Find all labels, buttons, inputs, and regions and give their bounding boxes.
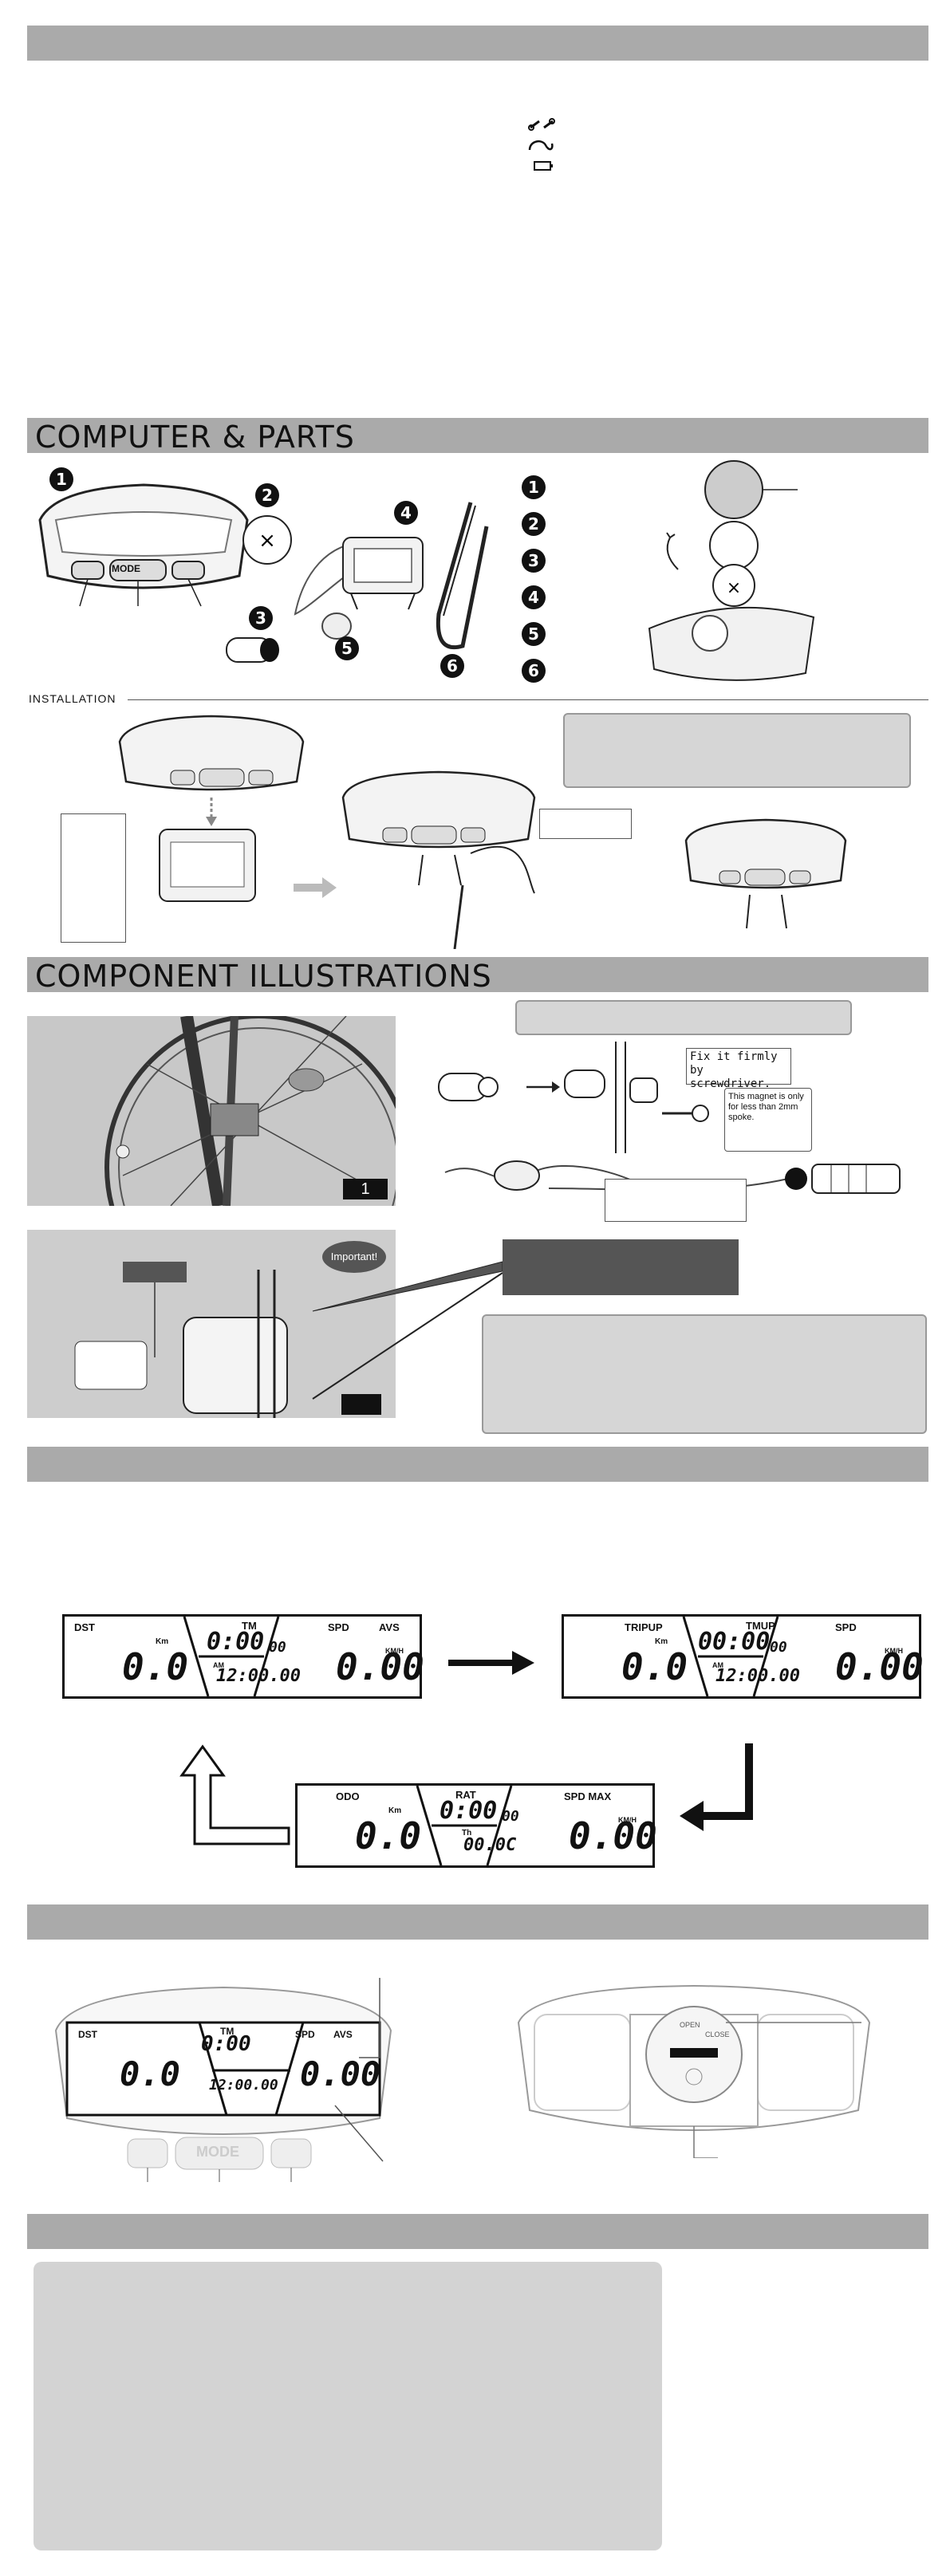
back-close-label: CLOSE <box>705 2030 730 2038</box>
lcd-right-value: 0.00 <box>336 1645 424 1688</box>
computer-back-view <box>510 1983 877 2158</box>
parts-list-number: 4 <box>522 585 546 609</box>
lcd-top-value: 00:00 <box>698 1628 770 1656</box>
important-note-box <box>482 1314 927 1434</box>
lcd-top-small: 00 <box>770 1639 787 1656</box>
parts-list-number: 2 <box>522 512 546 536</box>
lcd-left-label: ODO <box>336 1790 360 1802</box>
front-mode-button[interactable]: MODE <box>196 2144 239 2160</box>
lcd-right-label: SPD <box>328 1621 349 1633</box>
installation-note-box-right <box>563 713 911 788</box>
bike-computer-illustration <box>24 472 263 608</box>
installation-step-3-illustration <box>678 817 853 944</box>
photo-number-badge: 1 <box>343 1179 388 1199</box>
parts-list-number: 1 <box>522 475 546 499</box>
front-top-value: 0:00 <box>201 2032 251 2056</box>
lcd-top-small: 00 <box>269 1639 286 1656</box>
part-number-badge: 1 <box>49 467 73 491</box>
part-number-badge: 5 <box>335 636 359 660</box>
lcd-screen-1: DST Km 0.0 TM 0:00 00 AM 12:00.00 SPD AV… <box>62 1614 422 1699</box>
lcd-screen-3: ODO Km 0.0 RAT 0:00 00 Th 00.0C SPD MAX … <box>295 1783 655 1868</box>
installation-step-1-illustration <box>112 710 311 941</box>
arrow-up-outline-icon <box>171 1743 290 1847</box>
wrench-icon <box>528 116 555 132</box>
section-title: COMPONENT ILLUSTRATIONS <box>35 959 492 994</box>
lcd-top-value: 0:00 <box>207 1628 264 1656</box>
sensor-title-box <box>515 1000 852 1035</box>
lcd-right-value: 0.00 <box>569 1814 657 1857</box>
lcd-left-value: 0.0 <box>621 1645 688 1688</box>
part-number-badge: 6 <box>440 654 464 678</box>
arrow-right-black-icon <box>448 1651 536 1675</box>
front-left-value: 0.0 <box>120 2054 180 2093</box>
lcd-left-label: DST <box>74 1621 95 1633</box>
section-bar-component-illustrations: COMPONENT ILLUSTRATIONS <box>27 957 928 992</box>
front-bottom-value: 12:00.00 <box>209 2077 278 2093</box>
important-note-bar <box>503 1239 739 1295</box>
lcd-bottom-value: 12:00.00 <box>216 1666 301 1686</box>
lcd-bottom-value: 00.0C <box>463 1835 516 1855</box>
arrow-down-left-icon <box>676 1743 761 1839</box>
lcd-left-value: 0.0 <box>355 1814 421 1857</box>
installation-label: INSTALLATION <box>29 692 116 705</box>
mode-button-label: MODE <box>112 563 140 574</box>
lcd-screen-2: TRIPUP Km 0.0 TMUP 00:00 00 AM 12:00.00 … <box>562 1614 921 1699</box>
section-bar-computer-parts: COMPUTER & PARTS <box>27 418 928 453</box>
lcd-right-label: SPD <box>835 1621 857 1633</box>
callout-lines-front <box>327 1978 391 2185</box>
specifications-panel <box>34 2262 662 2550</box>
part-number-badge: 2 <box>255 483 279 507</box>
back-open-label: OPEN <box>680 2021 700 2029</box>
lcd-top-value: 0:00 <box>440 1797 497 1825</box>
battery-icon <box>533 160 554 172</box>
wheel-sensor-photo: 1 <box>27 1016 396 1206</box>
svg-text:×: × <box>727 578 741 598</box>
installation-step-2-illustration <box>335 766 542 949</box>
battery-installation-illustration: × <box>638 458 822 689</box>
arrow-right-icon <box>294 876 338 900</box>
lcd-right-label: SPD MAX <box>564 1790 611 1802</box>
installation-note-box-mid <box>539 809 632 839</box>
front-dst-label: DST <box>78 2029 97 2040</box>
lcd-bottom-value: 12:00.00 <box>715 1666 800 1686</box>
lcd-top-small: 00 <box>502 1808 519 1825</box>
lcd-right-value: 0.00 <box>835 1645 924 1688</box>
zip-tie-illustration <box>415 494 503 662</box>
section-bar-top <box>27 26 928 61</box>
strap-icon <box>526 137 555 155</box>
section-bar-display-modes <box>27 1447 928 1482</box>
lcd-right-label-2: AVS <box>379 1621 400 1633</box>
parts-list-number: 6 <box>522 659 546 683</box>
part-number-badge: 3 <box>249 606 273 630</box>
lcd-left-label: TRIPUP <box>625 1621 663 1633</box>
svg-text:×: × <box>258 529 276 553</box>
parts-list-number: 5 <box>522 622 546 646</box>
lcd-left-value: 0.0 <box>122 1645 188 1688</box>
section-bar-bottom <box>27 2214 928 2249</box>
section-bar-buttons <box>27 1904 928 1940</box>
parts-list-number: 3 <box>522 549 546 573</box>
front-spd-label: SPD <box>295 2029 315 2040</box>
section-title: COMPUTER & PARTS <box>35 419 355 455</box>
fix-firmly-callout: Fix it firmly by screwdriver. <box>686 1048 791 1085</box>
divider-line <box>128 699 928 700</box>
installation-note-box-left <box>61 813 126 943</box>
magnet-icon <box>222 630 286 670</box>
cable-callout-box <box>605 1179 747 1222</box>
